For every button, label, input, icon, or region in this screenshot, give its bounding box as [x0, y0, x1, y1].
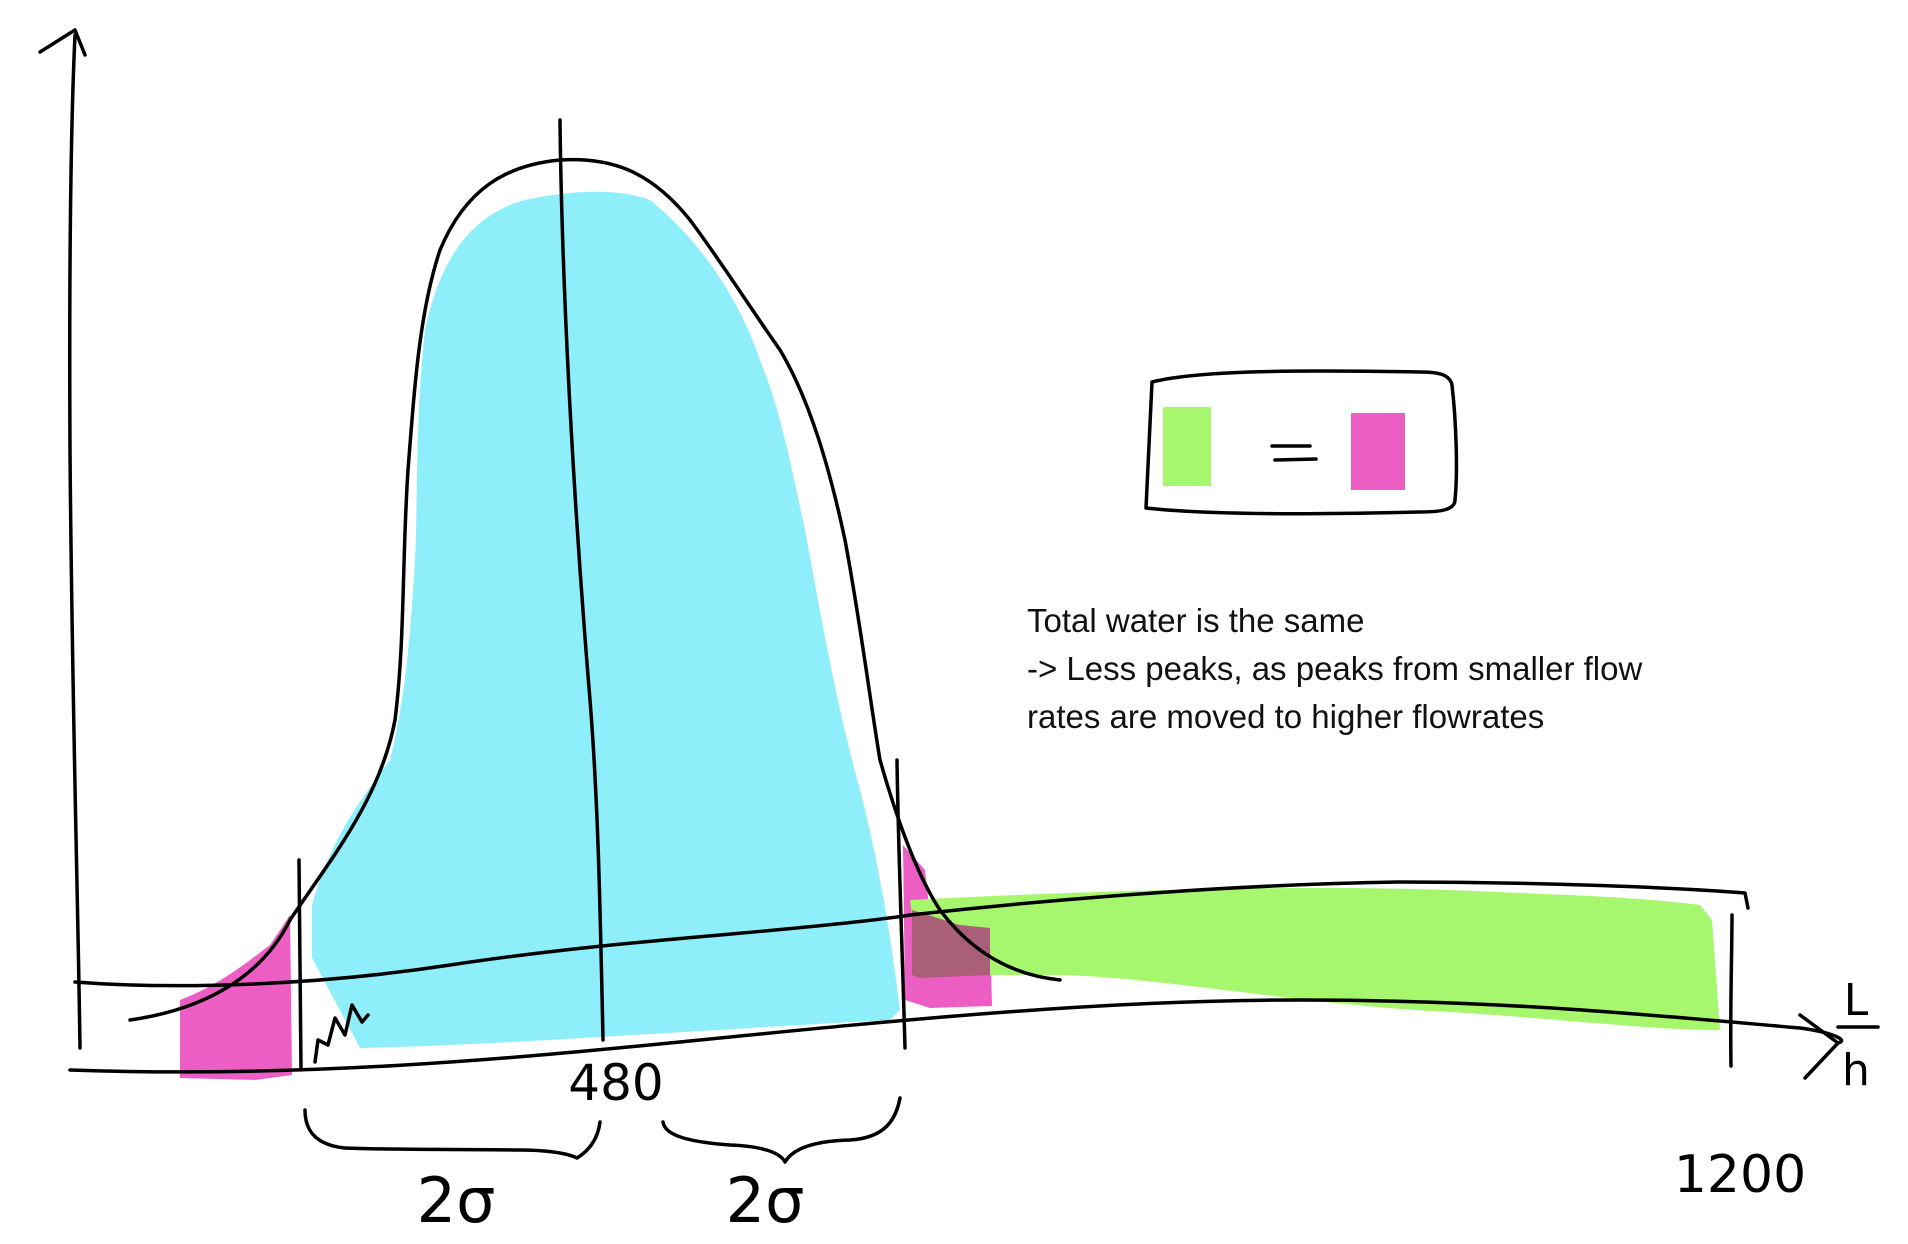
plus-2sigma-line — [895, 758, 907, 1050]
mean-line — [558, 118, 605, 1042]
y-axis-line — [67, 33, 82, 1050]
added-area-fill — [910, 888, 1720, 1030]
legend-equals-bottom — [1273, 457, 1318, 462]
left-2sigma-label: 2σ — [417, 1164, 496, 1237]
removed-area-left — [180, 915, 292, 1080]
left-2sigma-bracket — [303, 1108, 602, 1160]
x-axis-line — [68, 998, 1844, 1074]
legend-swatch-added — [1163, 407, 1211, 486]
explanation-note: Total water is the same -> Less peaks, a… — [1027, 597, 1787, 741]
max-flow-line — [1728, 913, 1734, 1068]
max-tick-label: 1200 — [1674, 1145, 1806, 1205]
note-line-1: Total water is the same — [1027, 602, 1365, 639]
note-line-3: rates are moved to higher flowrates — [1027, 698, 1545, 735]
normal-distribution-fill — [312, 191, 900, 1048]
minus-2sigma-line — [297, 858, 303, 1072]
overlap-area-fill — [912, 910, 990, 978]
x-axis-unit-denominator: h — [1842, 1045, 1870, 1096]
y-axis-arrowhead — [38, 28, 87, 57]
right-2sigma-label: 2σ — [726, 1164, 805, 1237]
small-peaks-zigzag — [313, 1003, 370, 1064]
legend-swatch-removed — [1351, 413, 1405, 490]
legend-box — [1144, 369, 1459, 516]
normal-distribution-curve — [128, 157, 1062, 1022]
x-axis-arrowhead — [1798, 1013, 1840, 1080]
shifted-distribution-outline — [73, 880, 1750, 988]
mean-tick-label: 480 — [568, 1054, 663, 1112]
note-line-2: -> Less peaks, as peaks from smaller flo… — [1027, 650, 1643, 687]
right-2sigma-bracket — [661, 1096, 902, 1164]
x-axis-unit-numerator: L — [1844, 975, 1869, 1026]
